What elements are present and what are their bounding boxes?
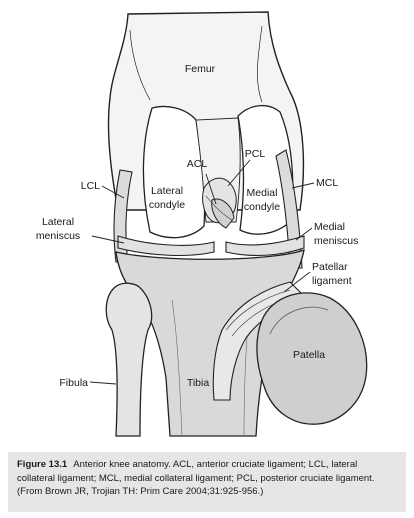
menisci — [117, 235, 305, 257]
label-medial-meniscus-1: Medial — [314, 221, 345, 233]
pcl-leader — [227, 159, 251, 187]
label-mcl: MCL — [316, 177, 338, 189]
label-pcl: PCL — [245, 148, 266, 160]
figure-caption: Figure 13.1 Anterior knee anatomy. ACL, … — [8, 452, 406, 512]
fibula-leader — [89, 381, 117, 385]
figure-number: Figure 13.1 — [17, 459, 68, 470]
label-lateral-condyle-1: Lateral — [151, 185, 183, 197]
medial-meniscus — [225, 235, 305, 256]
label-lateral-meniscus-1: Lateral — [42, 216, 74, 228]
label-acl: ACL — [187, 158, 208, 170]
fibula — [105, 282, 153, 437]
knee-anatomy-diagram: Femur PCL ACL LCL MCL Lateral condyle Me… — [36, 11, 368, 437]
label-fibula: Fibula — [59, 377, 88, 389]
medial-meniscus-leader — [295, 227, 313, 241]
labels: Femur PCL ACL LCL MCL Lateral condyle Me… — [36, 63, 359, 389]
leader-lines — [89, 159, 315, 385]
caption-text: Anterior knee anatomy. ACL, anterior cru… — [17, 459, 375, 497]
label-medial-condyle-1: Medial — [247, 187, 278, 199]
label-patella: Patella — [293, 349, 325, 361]
lateral-meniscus — [117, 235, 215, 257]
lateral-meniscus-leader — [91, 235, 125, 244]
label-patellar-ligament-2: ligament — [312, 275, 352, 287]
label-medial-condyle-2: condyle — [244, 201, 280, 213]
lcl-leader — [101, 185, 125, 199]
label-tibia: Tibia — [187, 377, 210, 389]
patellar-ligament-leader — [283, 271, 311, 293]
mcl-leader — [291, 182, 315, 189]
label-lateral-meniscus-2: meniscus — [36, 230, 80, 242]
label-lateral-condyle-2: condyle — [149, 199, 185, 211]
label-lcl: LCL — [81, 180, 100, 192]
patella — [256, 292, 368, 425]
lateral-condyle — [142, 105, 206, 239]
label-medial-meniscus-2: meniscus — [314, 235, 358, 247]
acl-leader — [205, 173, 217, 205]
label-femur: Femur — [185, 63, 216, 75]
label-patellar-ligament-1: Patellar — [312, 261, 348, 273]
